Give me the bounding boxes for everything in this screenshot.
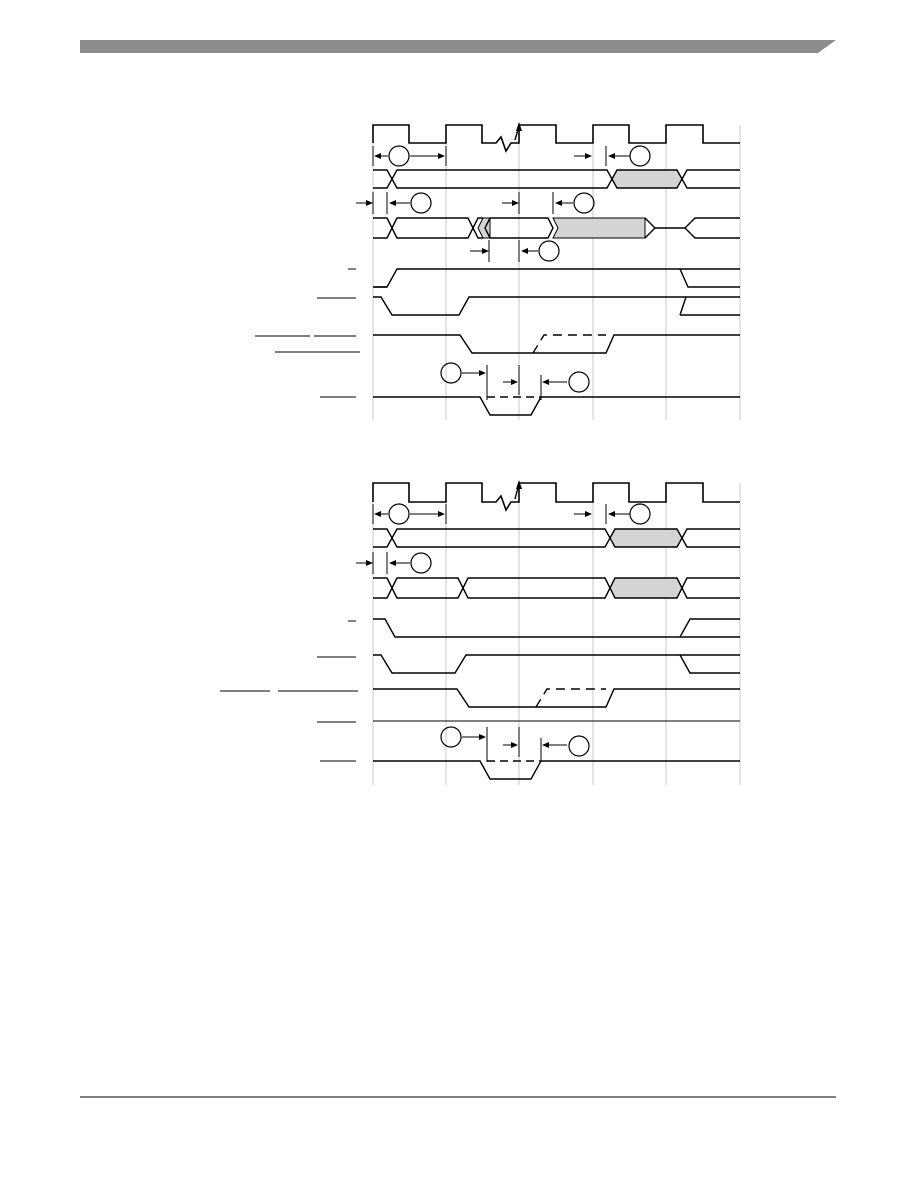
top-grid-lines xyxy=(372,125,741,420)
top-acknowledge xyxy=(320,396,740,416)
bottom-control-3 xyxy=(317,720,740,723)
top-timing-diagram xyxy=(255,122,741,420)
bottom-callout-1 xyxy=(388,503,410,525)
bottom-timing-diagram xyxy=(220,480,741,785)
top-callout-5 xyxy=(538,240,560,262)
header-bar xyxy=(80,40,836,53)
top-callout-1 xyxy=(388,145,410,167)
bottom-data-bus xyxy=(373,577,740,599)
top-callout-6 xyxy=(440,362,462,384)
top-callout-3 xyxy=(410,192,432,214)
bottom-callout-5 xyxy=(568,735,590,757)
bottom-acknowledge xyxy=(320,760,740,780)
bottom-callout-2 xyxy=(629,503,651,525)
top-callout-2 xyxy=(629,145,651,167)
top-address-bus xyxy=(373,169,740,189)
bottom-control-1 xyxy=(348,618,740,638)
bottom-clock-waveform xyxy=(372,482,740,512)
top-clock-waveform xyxy=(372,124,740,153)
bottom-strobe-group xyxy=(220,688,740,708)
bottom-control-2 xyxy=(317,654,740,674)
bottom-callout-3 xyxy=(410,552,432,574)
top-callout-4 xyxy=(573,192,595,214)
top-control-1 xyxy=(348,268,740,288)
top-data-bus xyxy=(373,217,740,239)
top-clock-arrowhead xyxy=(516,122,522,131)
top-strobe-group xyxy=(255,334,740,354)
top-control-2 xyxy=(317,296,740,316)
top-callout-7 xyxy=(568,371,590,393)
bottom-address-bus xyxy=(373,528,740,548)
bottom-clock-arrowhead xyxy=(516,480,522,489)
bottom-callout-4 xyxy=(440,726,462,748)
